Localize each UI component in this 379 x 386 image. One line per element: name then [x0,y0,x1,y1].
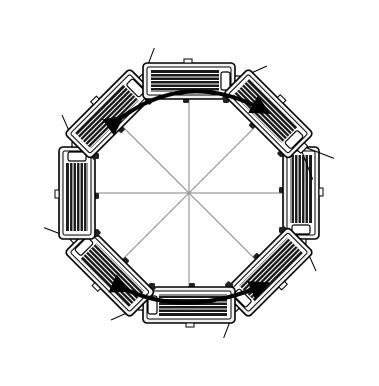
spoke-line [110,114,268,272]
projector-icon [38,200,159,322]
curved-arrow-icon [108,274,270,305]
projector-icon [60,42,182,163]
rotation-arrows [102,89,271,305]
projector-icon [196,223,318,344]
curved-arrow-icon [102,89,271,136]
projector-icon [219,64,340,186]
